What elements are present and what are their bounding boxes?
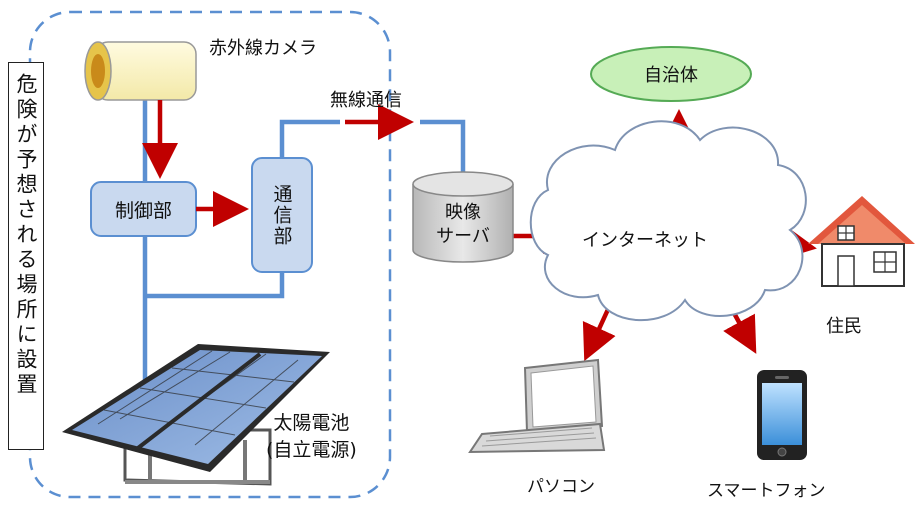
infrared-camera bbox=[84, 41, 197, 101]
wireless-label: 無線通信 bbox=[330, 90, 402, 111]
comm-unit-label: 通信部 bbox=[270, 183, 293, 247]
pc-label: パソコン bbox=[527, 477, 595, 497]
controller-label: 制御部 bbox=[114, 199, 172, 222]
internet-cloud bbox=[529, 120, 807, 321]
video-server-line1: 映像 bbox=[445, 202, 481, 223]
municipality-label: 自治体 bbox=[644, 65, 698, 86]
installation-location-label: 危険が予想される場所に設置 bbox=[8, 62, 44, 450]
video-server-label: 映像 サーバ bbox=[413, 195, 513, 255]
internet-label: インターネット bbox=[582, 230, 708, 251]
municipality-ellipse bbox=[590, 46, 752, 102]
video-server bbox=[412, 171, 514, 263]
camera-label: 赤外線カメラ bbox=[209, 38, 317, 59]
vertical-label-text: 危険が予想される場所に設置 bbox=[14, 73, 38, 398]
smartphone-label: スマートフォン bbox=[707, 481, 826, 501]
video-server-line2: サーバ bbox=[436, 226, 490, 247]
solar-label-line1: 太陽電池 bbox=[273, 412, 350, 434]
solar-label: 太陽電池 (自立電源) bbox=[266, 410, 357, 464]
solar-label-line2: (自立電源) bbox=[266, 439, 357, 461]
smartphone-icon bbox=[757, 370, 807, 460]
comm-unit-label-wrap: 通信部 bbox=[252, 158, 312, 272]
residents-label: 住民 bbox=[826, 316, 862, 337]
laptop-icon bbox=[468, 358, 606, 454]
installation-boundary bbox=[28, 10, 392, 499]
house-icon bbox=[808, 196, 915, 287]
solar-panel bbox=[62, 344, 330, 486]
power-wires bbox=[142, 100, 466, 380]
comm-unit-box bbox=[251, 157, 313, 273]
